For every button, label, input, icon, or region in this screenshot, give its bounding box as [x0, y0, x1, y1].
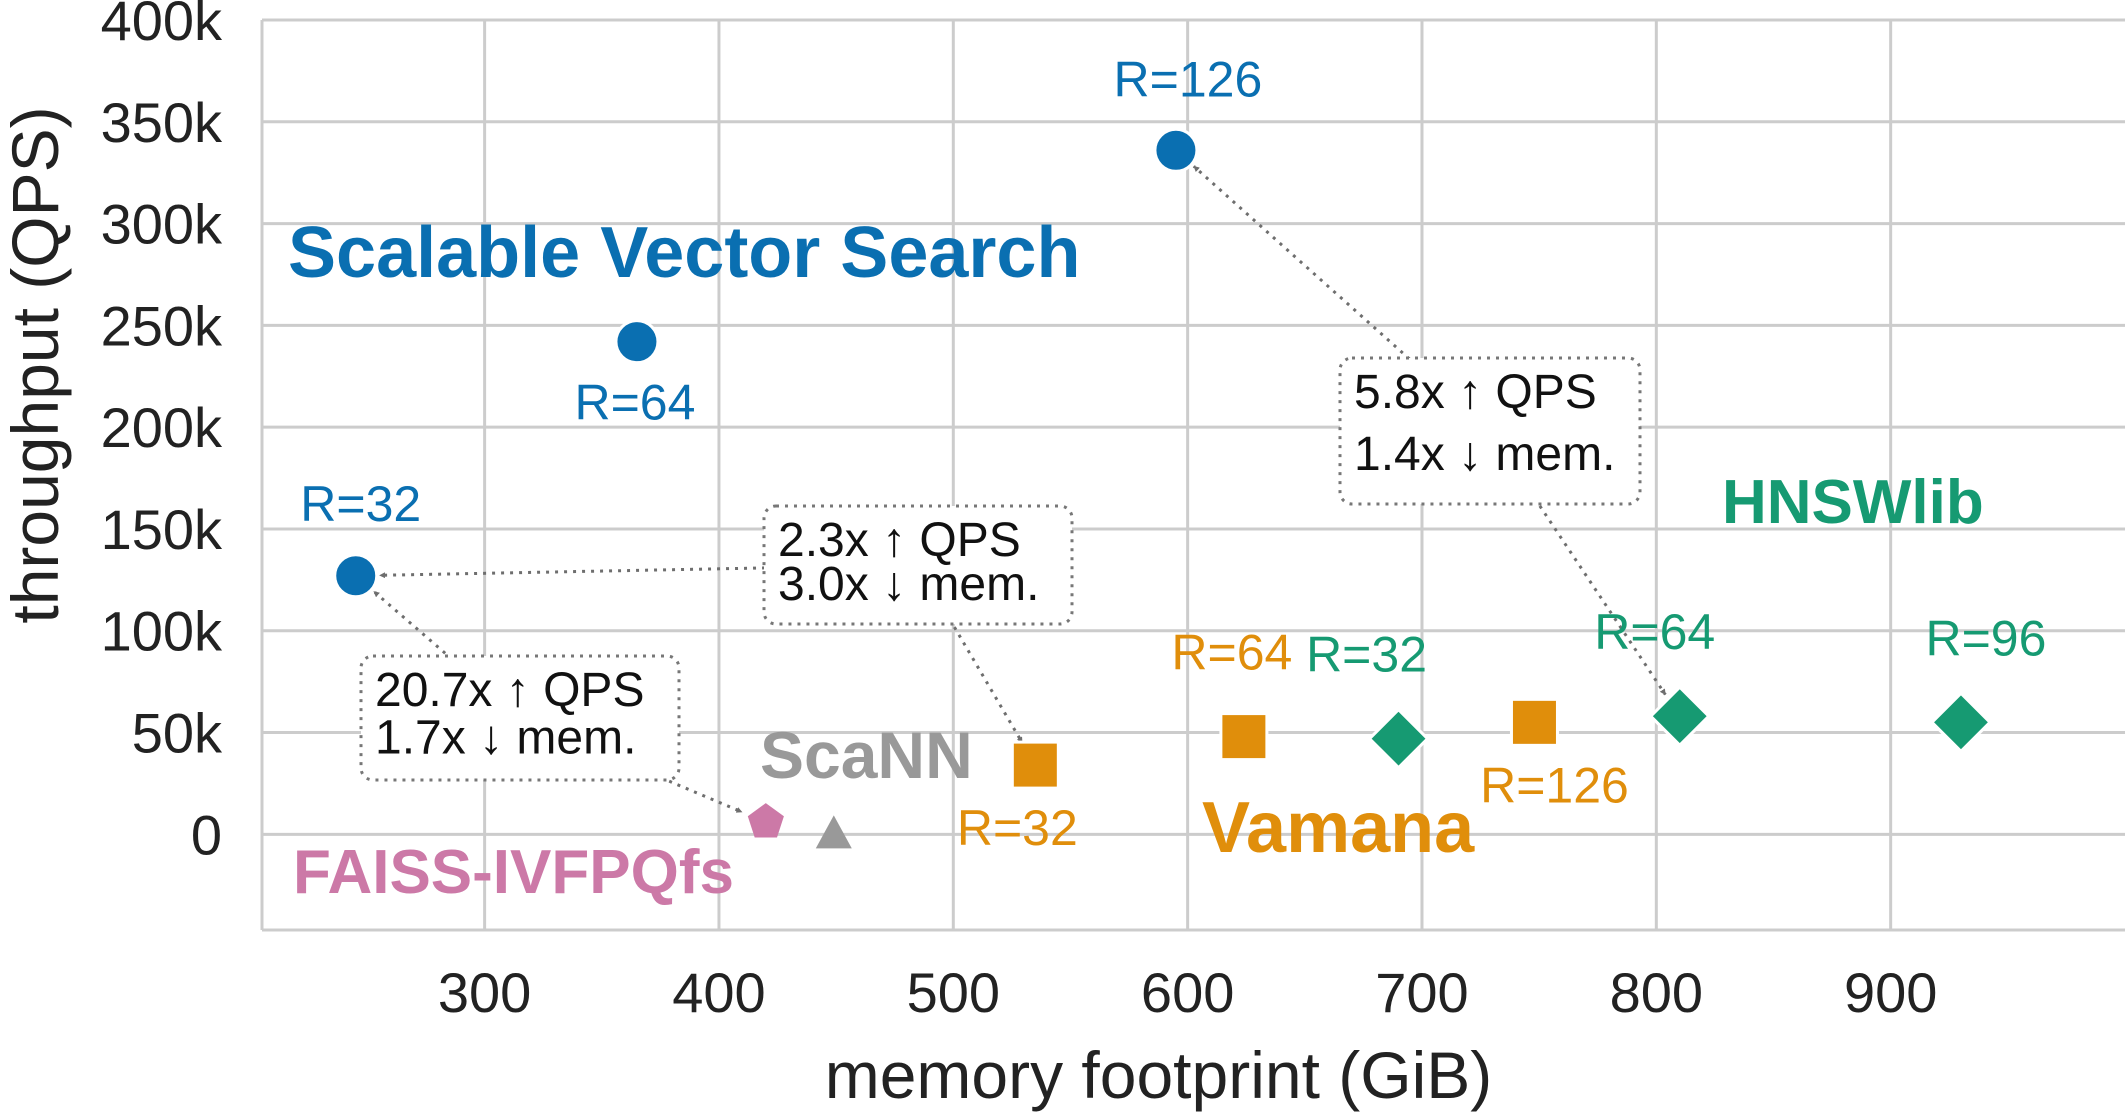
point-circle — [1153, 127, 1199, 173]
method-label-vamana: Vamana — [1202, 788, 1475, 868]
x-axis-title: memory footprint (GiB) — [825, 1038, 1492, 1112]
point-label: R=32 — [957, 800, 1078, 856]
annotation-arrow — [1192, 165, 1491, 433]
y-tick-label: 50k — [132, 702, 223, 765]
annotation-arrow — [519, 716, 743, 814]
annotation-arrow — [1488, 430, 1667, 696]
annotation-text: 20.7x ↑ QPS — [375, 664, 644, 717]
y-tick-label: 300k — [101, 193, 223, 256]
x-tick-label: 500 — [907, 961, 1000, 1024]
point-square — [1010, 740, 1060, 790]
annotation-text: 3.0x ↓ mem. — [778, 558, 1039, 611]
y-tick-label: 250k — [101, 294, 223, 357]
axes: 300 400 500 600 700 800 900 0 50k 100k 150k 200k 250… — [0, 0, 1937, 1112]
annotation-text: 1.7x ↓ mem. — [375, 712, 636, 765]
x-tick-label: 600 — [1141, 961, 1234, 1024]
method-labels: Scalable Vector Search HNSWlib ScaNN Vam… — [288, 213, 1984, 907]
y-tick-label: 400k — [101, 0, 223, 52]
annotation-box — [1338, 356, 1642, 506]
point-label: R=32 — [1306, 627, 1427, 683]
x-tick-label: 400 — [672, 961, 765, 1024]
annotation-text: 2.3x ↑ QPS — [778, 514, 1021, 567]
y-tick-label: 200k — [101, 396, 223, 459]
x-tick-label: 700 — [1375, 961, 1468, 1024]
annotation-arrow — [916, 564, 1024, 744]
y-tick-label: 100k — [101, 600, 223, 663]
point-diamond — [1648, 685, 1711, 748]
grid — [260, 18, 2125, 932]
annotation-text: 1.4x ↓ mem. — [1354, 428, 1615, 481]
point-square — [1509, 697, 1559, 747]
method-label-svs: Scalable Vector Search — [288, 213, 1080, 293]
annotation-box — [359, 654, 681, 782]
x-tick-label: 300 — [438, 961, 531, 1024]
x-tick-label: 800 — [1610, 961, 1703, 1024]
point-label: R=96 — [1925, 610, 2046, 666]
point-label: R=126 — [1480, 757, 1629, 813]
method-label-hnswlib: HNSWlib — [1722, 468, 1984, 537]
point-diamond — [1929, 691, 1993, 754]
annotation-arrows — [372, 165, 1667, 814]
annotation-text: 5.8x ↑ QPS — [1354, 366, 1597, 419]
point-circle — [614, 319, 660, 365]
point-label: R=64 — [574, 375, 695, 431]
point-square — [1219, 712, 1269, 762]
method-label-scann: ScaNN — [760, 718, 973, 792]
point-diamond — [1367, 707, 1430, 770]
point-pentagon — [747, 803, 784, 838]
point-circle — [333, 553, 379, 599]
y-axis-title: throughput (QPS) — [0, 106, 72, 623]
y-tick-label: 0 — [191, 803, 222, 866]
point-label: R=32 — [300, 476, 421, 532]
point-triangle — [815, 815, 852, 849]
y-tick-label: 350k — [101, 91, 223, 154]
point-label: R=64 — [1594, 604, 1715, 660]
x-tick-label: 900 — [1844, 961, 1937, 1024]
y-tick-label: 150k — [101, 498, 223, 561]
point-label: R=64 — [1171, 625, 1292, 681]
method-label-faiss: FAISS-IVFPQfs — [293, 838, 734, 907]
data-points — [333, 127, 1993, 849]
point-label: R=126 — [1114, 51, 1263, 107]
annotation-box — [762, 504, 1074, 626]
